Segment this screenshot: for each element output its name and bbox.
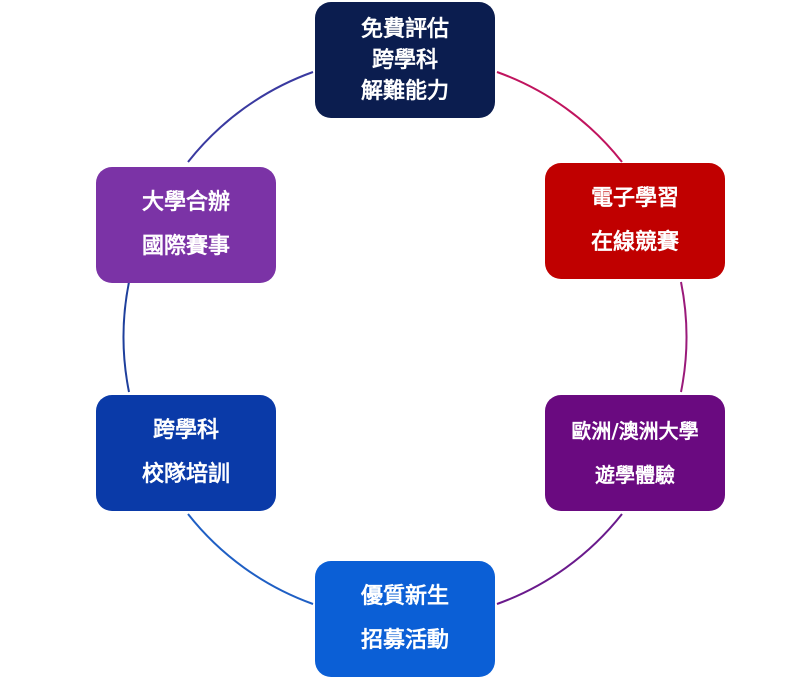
- node-line: 招募活動: [360, 628, 449, 653]
- node-line: 跨學科: [371, 47, 438, 73]
- connector-upper-left-to-top: [187, 71, 314, 163]
- node-team-training: 跨學科 校隊培訓: [96, 395, 276, 511]
- node-line: 免費評估: [360, 16, 449, 42]
- node-line: 跨學科: [152, 418, 219, 443]
- node-recruitment: 優質新生 招募活動: [315, 561, 495, 677]
- node-line: 優質新生: [360, 584, 449, 609]
- node-line: 在線競賽: [590, 230, 679, 255]
- node-line: 大學合辦: [141, 190, 230, 215]
- connector-bottom-to-lower-left: [187, 513, 314, 605]
- node-line: 校隊培訓: [141, 462, 230, 487]
- connector-top-to-upper-right: [496, 71, 623, 163]
- connector-upper-right-to-lower-right: [680, 281, 688, 393]
- node-line: 解難能力: [360, 78, 449, 104]
- node-e-learning: 電子學習 在線競賽: [545, 163, 725, 279]
- node-line: 國際賽事: [141, 234, 230, 259]
- node-line: 電子學習: [590, 186, 679, 211]
- connector-lower-left-to-upper-left: [122, 281, 130, 393]
- node-line: 遊學體驗: [595, 463, 675, 487]
- connector-lower-right-to-bottom: [496, 513, 623, 605]
- node-free-assessment: 免費評估 跨學科 解難能力: [315, 2, 495, 118]
- node-university-events: 大學合辦 國際賽事: [96, 167, 276, 283]
- node-line: 歐洲/澳洲大學: [571, 419, 699, 443]
- node-study-tour: 歐洲/澳洲大學 遊學體驗: [545, 395, 725, 511]
